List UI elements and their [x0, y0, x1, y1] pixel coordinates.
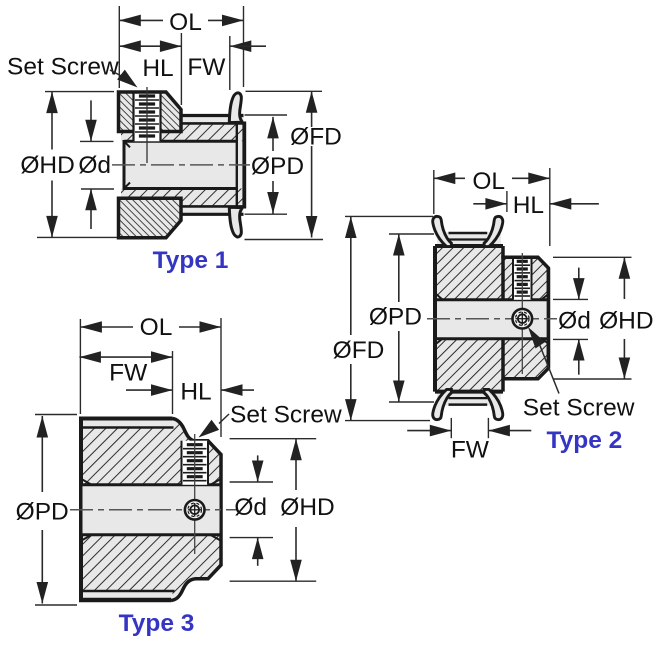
svg-text:FW: FW [187, 54, 226, 81]
svg-text:Set Screw: Set Screw [523, 395, 635, 422]
svg-text:ØPD: ØPD [251, 153, 304, 180]
svg-text:Set Screw: Set Screw [7, 54, 119, 81]
svg-text:OL: OL [140, 314, 173, 341]
svg-text:Type 3: Type 3 [119, 610, 195, 637]
svg-text:ØFD: ØFD [290, 124, 342, 151]
svg-text:ØHD: ØHD [599, 308, 653, 335]
svg-text:ØPD: ØPD [16, 499, 69, 526]
svg-text:ØHD: ØHD [280, 494, 334, 521]
svg-text:Ød: Ød [234, 494, 267, 521]
svg-text:FW: FW [451, 437, 490, 464]
svg-text:HL: HL [513, 192, 544, 219]
svg-text:ØFD: ØFD [333, 337, 385, 364]
svg-text:OL: OL [169, 9, 202, 36]
svg-text:Ød: Ød [558, 308, 591, 335]
svg-text:Type 1: Type 1 [153, 247, 229, 274]
svg-text:OL: OL [472, 168, 505, 195]
svg-text:Set Screw: Set Screw [230, 402, 342, 429]
svg-text:ØHD: ØHD [20, 152, 74, 179]
svg-text:FW: FW [109, 360, 148, 387]
svg-text:Ød: Ød [78, 152, 111, 179]
svg-text:Type 2: Type 2 [547, 427, 623, 454]
svg-text:ØPD: ØPD [369, 304, 422, 331]
svg-text:HL: HL [180, 379, 211, 406]
svg-text:HL: HL [142, 55, 173, 82]
